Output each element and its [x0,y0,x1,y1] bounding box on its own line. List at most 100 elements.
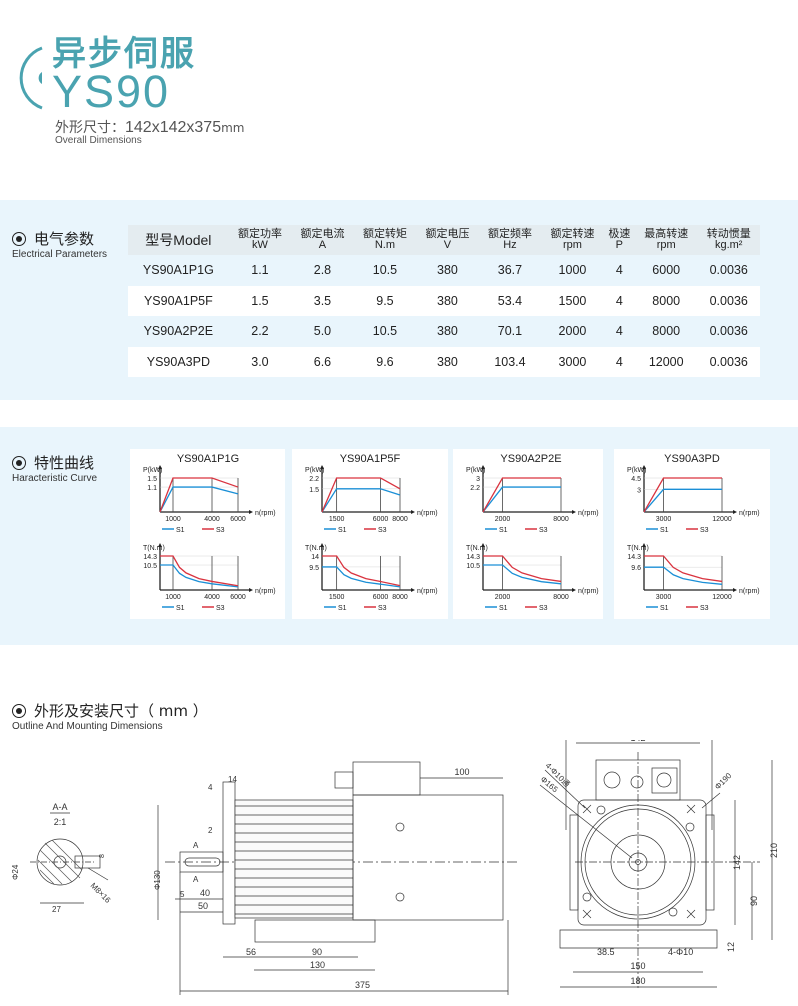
legend-label: S1 [660,605,669,612]
series-line-s3 [321,477,401,513]
x-axis-label: n(rpm) [417,510,438,517]
svg-text:90: 90 [312,947,322,957]
legend-label: S1 [338,527,347,534]
series-line-s3 [322,555,401,587]
table-cell: 6000 [652,263,681,278]
table-cell: 36.7 [497,263,523,278]
series-line-s3 [159,477,239,513]
svg-text:100: 100 [454,767,469,777]
table-cell: 3.0 [228,346,292,377]
table-cell: 53.4 [478,285,542,316]
outline-drawing: A-A 2:1 Φ24 8 27 M8×16 100 14 4 2 A A Φ1… [11,740,779,995]
table-cell: 4 [615,324,623,339]
table-cell: 9.6 [353,346,417,377]
table-cell: 380 [437,263,458,278]
bullet-icon [12,231,26,246]
table-cell: 0.0036 [697,346,760,377]
legend-label: S3 [378,605,387,612]
x-tick-label: 3000 [656,594,672,601]
legend-label: S3 [378,527,387,534]
svg-text:142: 142 [630,740,645,743]
x-tick-label: 6000 [230,516,246,523]
table-cell: 8000 [634,285,698,316]
legend-label: S1 [176,527,185,534]
svg-text:27: 27 [52,905,61,914]
overall-dimensions: 外形尺寸：142x142x375mm [55,119,245,136]
y-tick-label: 2.2 [309,476,319,483]
svg-text:90: 90 [749,896,759,906]
svg-text:50: 50 [198,901,208,911]
legend-label: S1 [499,527,508,534]
axis-arrow-icon [481,543,576,592]
column-header: 型号Model [128,225,229,255]
y-axis-label: P(kW) [143,467,162,474]
legend-label: S3 [539,527,548,534]
table-cell: 380 [437,324,458,339]
x-tick-label: 4000 [204,516,220,523]
x-tick-label: 2000 [495,594,511,601]
svg-text:M8×16: M8×16 [89,881,113,905]
x-axis-label: n(rpm) [255,510,276,517]
y-tick-label: 3 [637,487,641,494]
x-tick-label: 12000 [712,516,732,523]
table-cell: 3.5 [291,285,354,316]
svg-text:Φ190: Φ190 [713,771,734,792]
series-line-s1 [483,564,562,585]
x-axis-label: n(rpm) [739,510,760,517]
x-axis-label: n(rpm) [578,588,599,595]
x-axis-label: n(rpm) [417,588,438,595]
y-axis-label: T(N.m) [305,545,327,552]
table-cell: YS90A3PD [128,346,229,377]
y-tick-label: 14.3 [627,554,641,561]
svg-text:14: 14 [228,775,237,784]
table-cell: 6.6 [291,346,354,377]
legend-label: S1 [176,605,185,612]
series-line-s1 [644,566,723,585]
table-cell: 103.4 [478,346,542,377]
table-cell: 0.0036 [709,324,748,339]
logo-arcs-icon [19,46,43,110]
series-line-s3 [482,477,561,513]
table-cell: 4 [603,346,635,377]
svg-text:A: A [193,841,199,850]
legend-label: S3 [539,605,548,612]
svg-text:2: 2 [208,826,213,835]
table-cell: 2000 [558,324,587,339]
legend-label: S3 [700,605,709,612]
series-line-s3 [483,555,562,583]
series-line-s3 [160,555,239,587]
x-tick-label: 2000 [495,516,511,523]
overall-dimensions-en: Overall Dimensions [55,135,142,146]
table-cell: 380 [416,346,479,377]
chart-title: YS90A1P5F [340,453,401,465]
bullet-icon [12,703,26,718]
y-tick-label: 9.6 [631,565,641,572]
table-cell: 9.5 [353,285,417,316]
table-cell: YS90A1P1G [142,263,214,278]
front-view: 170 142 4-Φ10通 Φ165 Φ190 142 210 90 12 3… [539,740,779,990]
table-cell: 4 [603,285,635,316]
series-line-s3 [644,555,723,583]
series-line-s1 [482,486,561,513]
table-cell: 3000 [541,346,604,377]
y-tick-label: 2.2 [470,485,480,492]
series-line-s1 [321,488,401,513]
x-tick-label: 6000 [373,594,389,601]
svg-text:Φ24: Φ24 [11,864,20,880]
x-tick-label: 8000 [553,516,569,523]
table-cell: YS90A1P5F [128,285,229,316]
legend-label: S3 [216,605,225,612]
bullet-icon [12,455,26,470]
svg-text:4-Φ10: 4-Φ10 [668,947,693,957]
page-title: 异步伺服 [52,34,196,74]
